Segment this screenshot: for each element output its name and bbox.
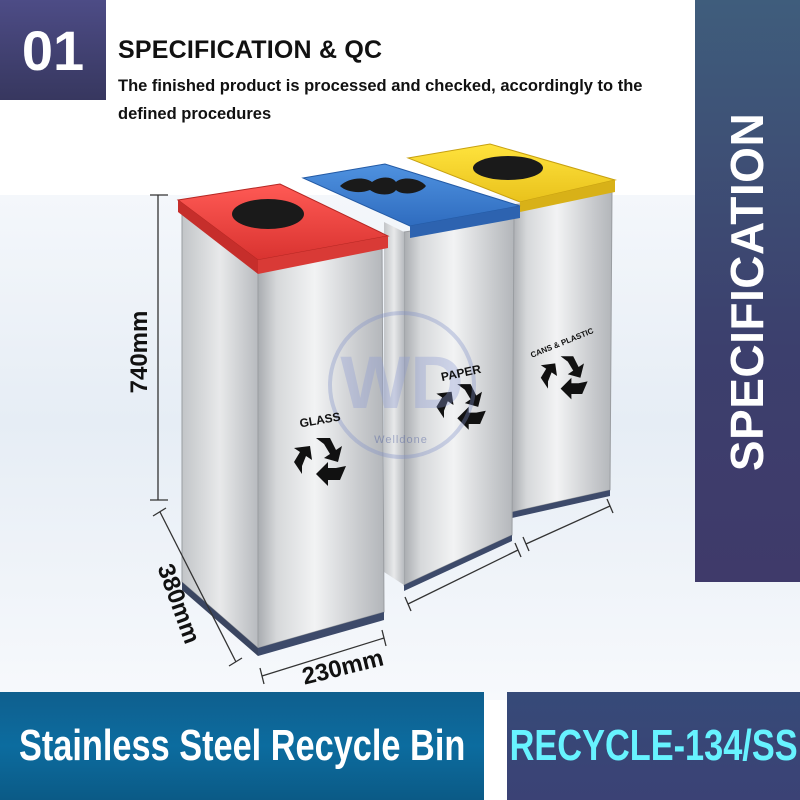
- section-title: SPECIFICATION & QC: [118, 36, 383, 64]
- watermark-logo: WD: [328, 311, 476, 459]
- round-opening-icon: [232, 199, 304, 229]
- height-dimension-label: 740mm: [126, 310, 153, 394]
- recycle-icon: [540, 356, 588, 400]
- watermark-text: Welldone: [374, 434, 428, 446]
- model-number: RECYCLE-134/SS: [509, 721, 798, 770]
- model-banner: RECYCLE-134/SS: [507, 692, 800, 800]
- product-name: Stainless Steel Recycle Bin: [18, 721, 466, 770]
- recycle-icon: [436, 384, 486, 430]
- recycle-icon: [294, 438, 346, 486]
- section-number: 01: [0, 0, 106, 100]
- bin-glass: [176, 183, 390, 656]
- side-panel: [695, 0, 800, 582]
- round-opening-icon: [473, 156, 543, 180]
- dimension-lines: [150, 194, 614, 685]
- section-description: The finished product is processed and ch…: [118, 77, 643, 123]
- bin-paper: [301, 163, 521, 591]
- slot-opening-icon: [340, 177, 426, 195]
- product-name-banner: Stainless Steel Recycle Bin: [0, 692, 484, 800]
- svg-text:WD: WD: [340, 341, 463, 424]
